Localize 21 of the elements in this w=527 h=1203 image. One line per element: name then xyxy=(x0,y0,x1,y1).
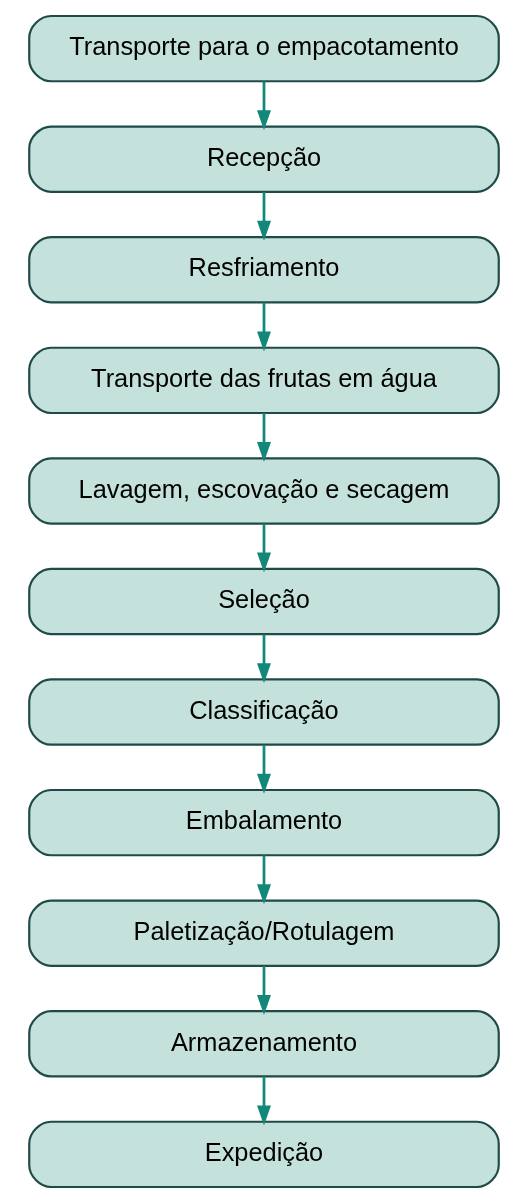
node-box: Armazenamento xyxy=(27,1010,500,1078)
node-box: Transporte das frutas em água xyxy=(27,346,500,415)
arrow xyxy=(256,966,271,1015)
node-box: Seleção xyxy=(27,567,500,636)
arrow xyxy=(256,634,271,684)
node-box: Embalamento xyxy=(27,788,500,857)
arrow xyxy=(256,744,271,794)
arrow xyxy=(256,1076,271,1126)
node-box: Paletização/Rotulagem xyxy=(27,899,500,967)
node-box: Resfriamento xyxy=(27,236,500,304)
node-box: Recepção xyxy=(27,125,500,193)
arrow xyxy=(256,413,271,462)
node-box: Classificação xyxy=(27,678,500,746)
arrow xyxy=(256,302,271,352)
arrow xyxy=(256,191,271,241)
node-box: Lavagem, escovação e secagem xyxy=(27,457,500,525)
arrow xyxy=(256,855,271,905)
node-box: Expedição xyxy=(27,1120,500,1189)
arrow xyxy=(256,523,271,573)
node-box: Transporte para o empacotamento xyxy=(27,14,500,83)
arrow xyxy=(256,81,271,131)
